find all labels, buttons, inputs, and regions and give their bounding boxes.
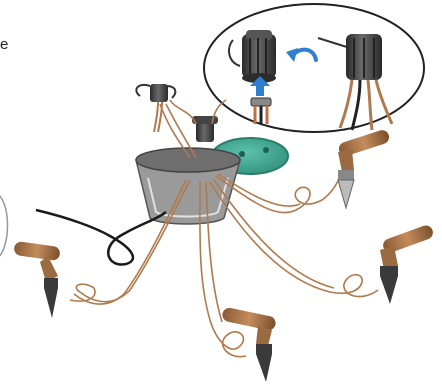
light-fixture-bottom [221, 307, 277, 382]
light-fixture-top-right [337, 128, 391, 208]
junction-pot [136, 116, 240, 224]
light-fixture-left [13, 241, 61, 318]
cut-off-label: e [0, 36, 8, 53]
detail-inset [204, 4, 424, 132]
edge-object-left [0, 196, 8, 256]
wire-plug [251, 98, 271, 124]
light-fixture-right [380, 224, 435, 304]
